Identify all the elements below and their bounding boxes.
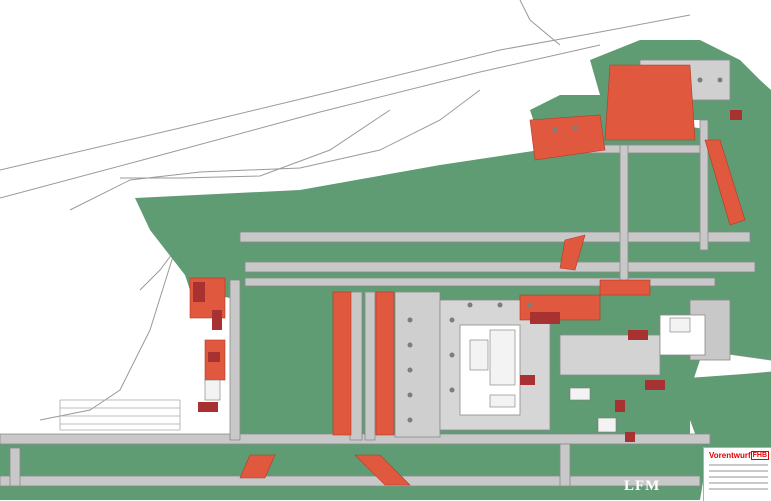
terminal-buildings — [204, 317, 691, 433]
title-block-heading: Vorentwurf — [709, 451, 751, 460]
road-lines — [0, 0, 771, 421]
hangars — [193, 110, 742, 442]
runways-taxiways — [0, 119, 756, 487]
parking-lots — [59, 399, 181, 431]
title-block-lines — [709, 464, 768, 494]
expansion-areas — [189, 64, 746, 486]
aircraft-stands — [407, 77, 723, 423]
firm-logo: FHB — [750, 451, 769, 460]
title-block: Vorentwurf FHB — [703, 447, 771, 501]
watermark-text: LFM — [624, 478, 661, 494]
